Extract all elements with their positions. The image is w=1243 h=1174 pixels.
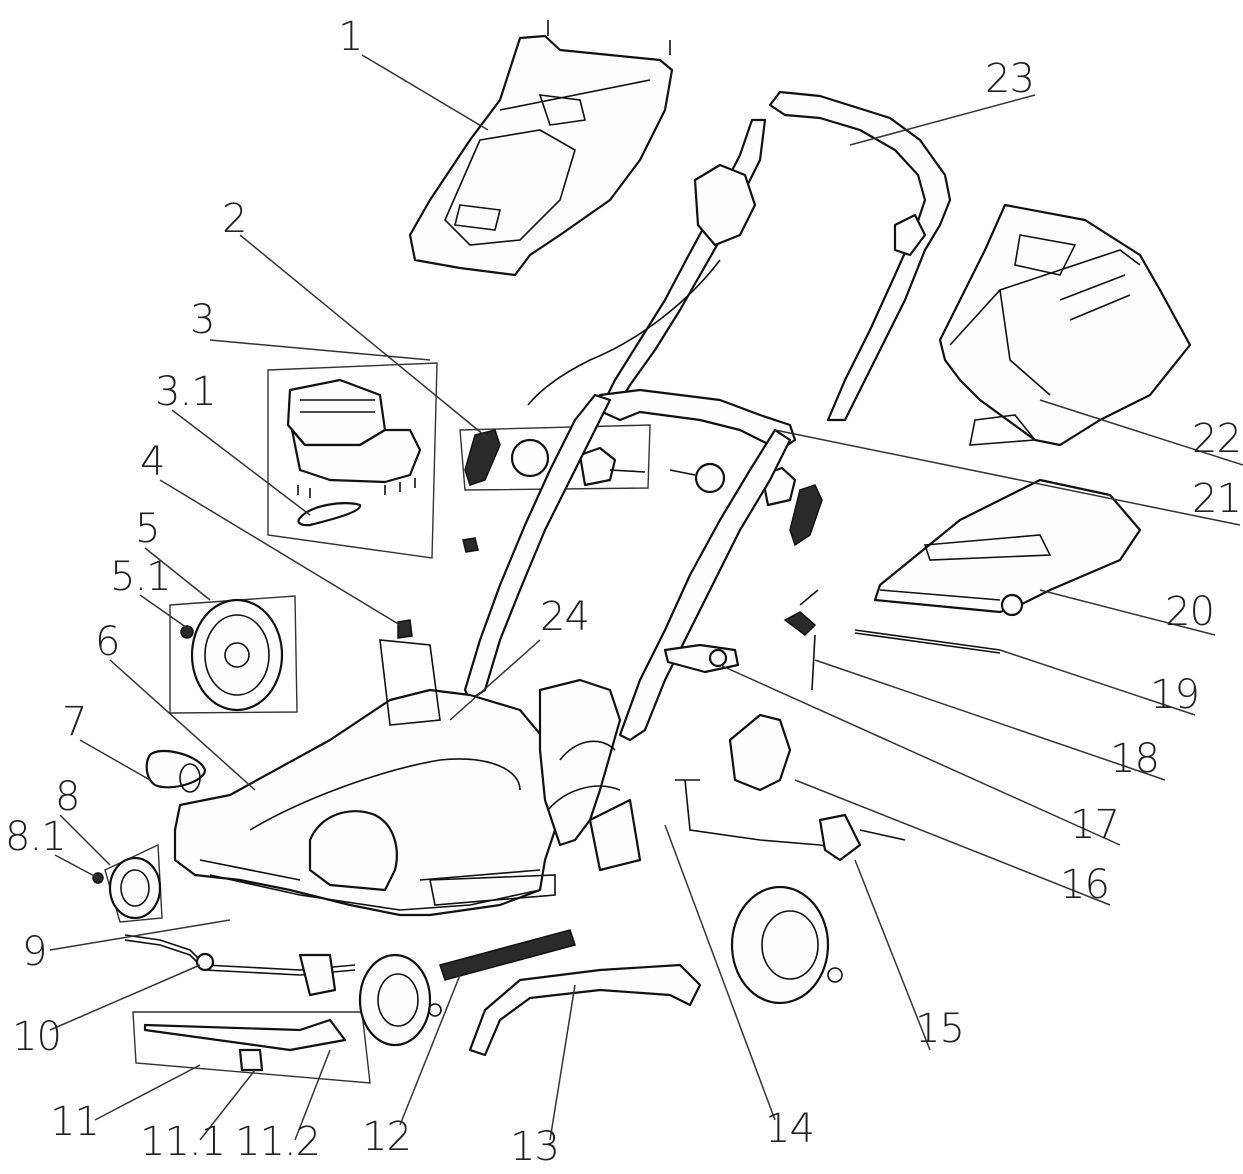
part-small-hardware [663,589,1001,691]
callout-3: 3 [190,297,214,343]
callout-14: 14 [765,1106,814,1152]
part-bushing [145,750,207,793]
part-rear-wheel-left [169,595,298,714]
callout-5: 5 [135,506,159,552]
callout-2: 2 [222,196,246,242]
callout-10: 10 [12,1014,61,1060]
part-height-adjuster [675,713,906,862]
callout-20: 20 [1165,589,1214,635]
part-front-wheel-right [358,953,442,1047]
part-blade-assembly [132,1011,371,1084]
part-belt [297,502,362,527]
callout-24: 24 [540,594,589,640]
callout-11-1: 11.1 [140,1119,225,1165]
callout-8: 8 [55,774,79,820]
callout-8-1: 8.1 [5,814,66,860]
part-rear-wheel-right [730,885,843,1005]
callout-13: 13 [510,1124,559,1170]
callout-11-2: 11.2 [235,1119,320,1165]
part-motor-assembly [267,362,438,559]
callout-1: 1 [338,14,362,60]
callout-4: 4 [140,439,164,485]
callout-18: 18 [1110,736,1159,782]
callout-6: 6 [95,619,119,665]
callout-7: 7 [62,699,86,745]
callout-15: 15 [915,1006,964,1052]
callout-16: 16 [1060,862,1109,908]
part-blade-brush [439,929,576,981]
part-front-wheel-left [92,843,163,923]
part-top-cover [408,20,674,277]
callout-19: 19 [1150,672,1199,718]
part-front-axle [124,934,356,997]
leader-lines [49,54,1243,1141]
callout-9: 9 [22,929,46,975]
callout-22: 22 [1192,416,1241,462]
part-rear-flap [873,478,1142,617]
callout-23: 23 [985,56,1034,102]
callout-21: 21 [1192,476,1241,522]
part-lower-handle [397,388,797,742]
part-deck [173,639,642,917]
part-lower-bar [468,963,702,1057]
callout-3-1: 3.1 [155,369,216,415]
part-grass-bag [938,203,1192,447]
callout-11: 11 [50,1099,99,1145]
callout-labels: 1 2 3 3.1 4 5 5.1 6 7 8 8.1 9 10 11 11.1… [5,14,1242,1170]
callout-17: 17 [1070,802,1119,848]
callout-5-1: 5.1 [110,554,171,600]
callout-12: 12 [362,1114,411,1160]
